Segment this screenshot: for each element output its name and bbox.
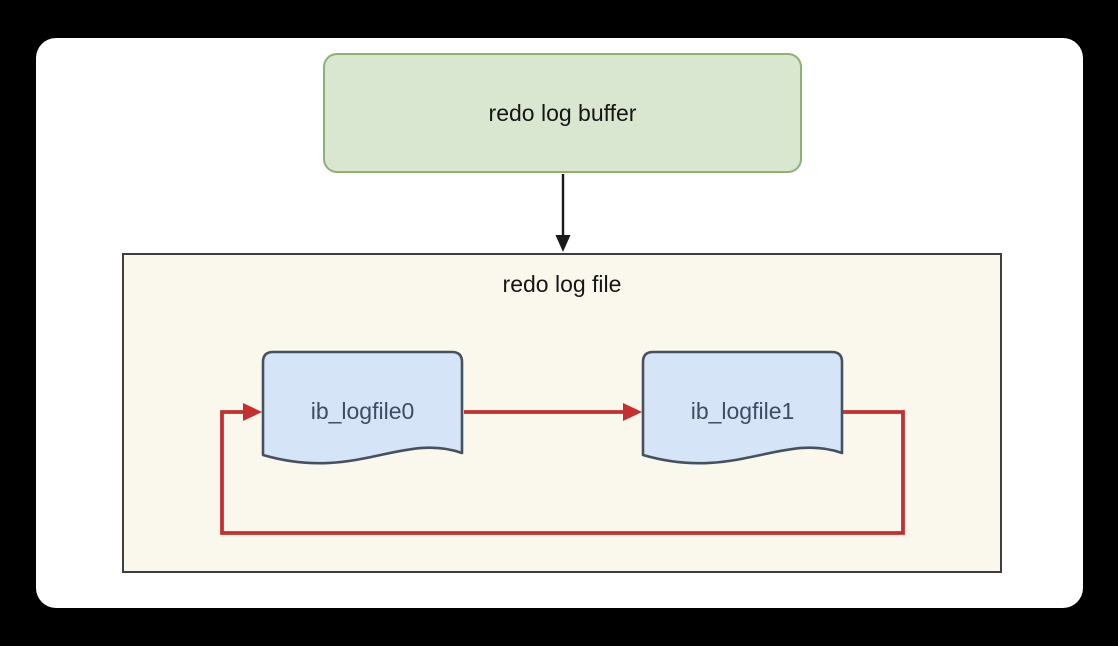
- redo-log-file-label: redo log file: [502, 271, 622, 297]
- node-redo-log-file: redo log file: [122, 253, 1002, 573]
- logfile0-label-wrap: ib_logfile0: [263, 396, 462, 426]
- node-redo-log-buffer: redo log buffer: [323, 53, 802, 173]
- diagram-canvas: redo log buffer redo log file ib_logfile…: [36, 38, 1083, 608]
- logfile1-label: ib_logfile1: [690, 397, 795, 424]
- logfile1-label-wrap: ib_logfile1: [643, 396, 842, 426]
- arrow-buffer-to-file-icon: [555, 174, 571, 252]
- redo-log-buffer-label: redo log buffer: [488, 99, 637, 126]
- logfile0-label: ib_logfile0: [310, 397, 415, 424]
